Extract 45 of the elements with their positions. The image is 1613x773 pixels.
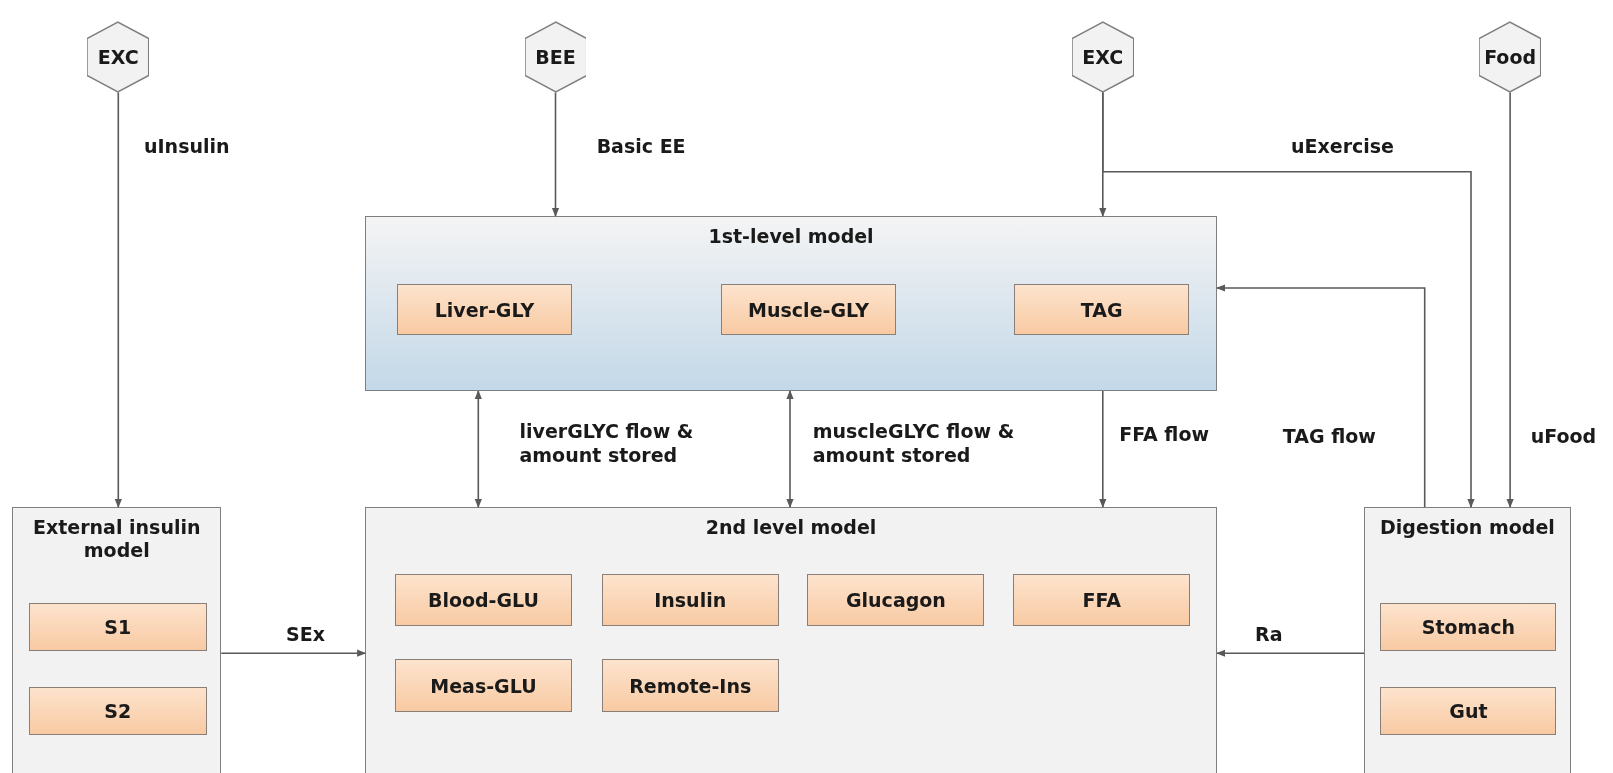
state-box: S2 — [28, 687, 207, 736]
panel-title: Digestion model — [1379, 516, 1556, 539]
arrow — [474, 390, 482, 508]
arrow — [220, 649, 367, 657]
state-box: Remote-Ins — [601, 659, 779, 712]
state-box: Liver-GLY — [397, 283, 572, 336]
edge-label: uFood — [1530, 423, 1597, 449]
panel-title: 2nd level model — [704, 516, 878, 539]
panel-title: External insulin model — [32, 516, 202, 562]
hexagon-node: EXC — [1071, 20, 1134, 93]
state-box: Gut — [1380, 687, 1557, 736]
state-box: S1 — [28, 602, 207, 652]
state-box: TAG — [1014, 283, 1190, 336]
state-box: Glucagon — [807, 573, 985, 627]
hexagon-node: BEE — [524, 20, 587, 93]
hexagon-node: Food — [1479, 20, 1541, 93]
arrow — [1216, 284, 1426, 508]
state-box: Blood-GLU — [395, 573, 572, 627]
model-panel — [365, 216, 1217, 391]
arrow — [786, 390, 794, 508]
edge-label: FFA flow — [1119, 421, 1209, 447]
state-box: Stomach — [1380, 602, 1557, 652]
hexagon-node: EXC — [87, 20, 150, 93]
edge-label: liverGLYC flow & amount stored — [519, 418, 695, 469]
state-box: Meas-GLU — [395, 659, 572, 712]
edge-label: uInsulin — [144, 133, 230, 159]
arrow — [1506, 91, 1514, 508]
state-box: Insulin — [601, 573, 779, 627]
panel-title: 1st-level model — [707, 225, 875, 248]
arrow — [551, 91, 560, 217]
edge-label: uExercise — [1291, 133, 1394, 159]
arrow — [1099, 390, 1107, 508]
arrow — [1216, 649, 1365, 657]
edge-label: SEx — [285, 622, 325, 648]
edge-label: Basic EE — [596, 133, 686, 159]
arrow — [114, 91, 122, 508]
edge-label: TAG flow — [1282, 423, 1376, 449]
model-panel — [365, 507, 1217, 773]
edge-label: muscleGLYC flow & amount stored — [812, 418, 1016, 469]
state-box: Muscle-GLY — [721, 283, 896, 336]
arrow — [1102, 91, 1475, 508]
edge-label: Ra — [1255, 622, 1283, 648]
model-panel — [1364, 507, 1571, 773]
model-panel — [12, 507, 222, 773]
state-box: FFA — [1013, 573, 1191, 627]
